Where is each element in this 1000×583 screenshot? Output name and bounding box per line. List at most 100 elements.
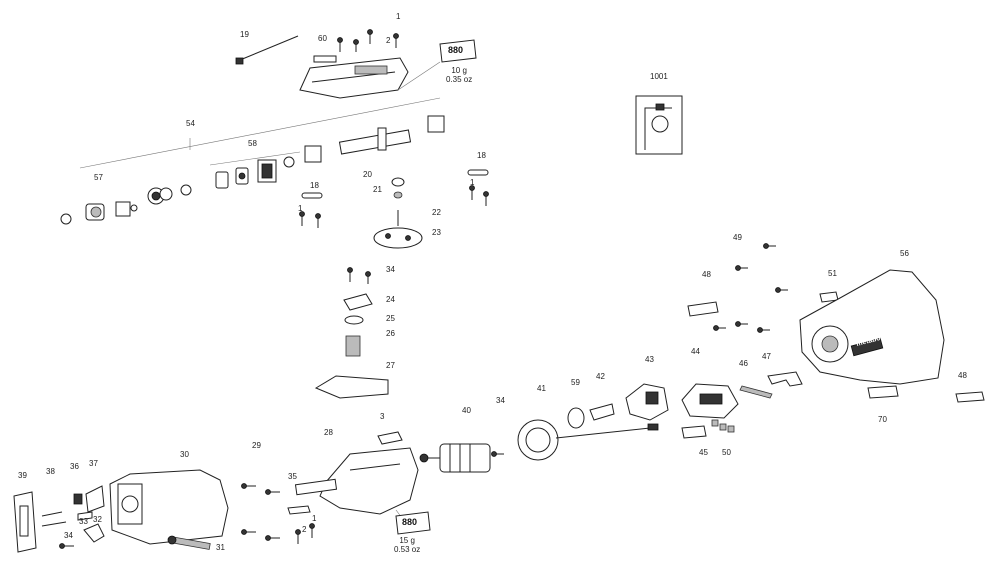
plate-35 [287, 505, 311, 515]
part-label: 2 [386, 36, 391, 45]
switch-43 [625, 383, 669, 421]
guide-rail [299, 57, 441, 99]
gear-housing-28 [294, 447, 419, 519]
screw-34c [59, 543, 74, 549]
grease-tag-bottom [395, 511, 431, 535]
motor-housing-56 [799, 269, 945, 385]
spring-46 [739, 385, 773, 399]
grease-amount-g: 15 g [399, 536, 415, 545]
bracket-47 [767, 371, 803, 387]
part-label: 31 [216, 543, 225, 552]
clips-50 [711, 419, 735, 433]
part-label: 50 [722, 448, 731, 457]
part-label: 3 [380, 412, 385, 421]
part-label: 70 [878, 415, 887, 424]
part-label: 2 [302, 525, 307, 534]
clips-18 [299, 169, 489, 228]
part-label: 18 [310, 181, 319, 190]
part-label: 19 [240, 30, 249, 39]
label-48-top [687, 301, 719, 317]
part-label: 34 [496, 396, 505, 405]
plate-45 [681, 425, 707, 439]
shoe-39 [13, 491, 37, 553]
part-label: 54 [186, 119, 195, 128]
bracket-42 [589, 403, 615, 421]
part-label: 22 [432, 208, 441, 217]
screws-49 [713, 243, 788, 333]
part-label: 47 [762, 352, 771, 361]
leader-line-54 [79, 97, 441, 169]
grease-amount-oz: 0.35 oz [446, 75, 473, 85]
part-label: 40 [462, 406, 471, 415]
part-label: 42 [596, 372, 605, 381]
screws-top [337, 29, 399, 52]
part-label: 1 [298, 204, 303, 213]
part-label: 39 [18, 471, 27, 480]
pins-38 [41, 511, 67, 527]
part-label: 21 [373, 185, 382, 194]
part-label: 44 [691, 347, 700, 356]
grease-amount-note: 10 g 0.35 oz [446, 66, 472, 84]
part-label: 34 [64, 531, 73, 540]
part-label: 29 [252, 441, 261, 450]
grease-tag-label: 880 [448, 45, 464, 55]
cover-37 [85, 485, 105, 513]
part-label: 58 [248, 139, 257, 148]
bushing-group-57 [60, 184, 192, 225]
part-label: 28 [324, 428, 333, 437]
part-label: 46 [739, 359, 748, 368]
part-label: 60 [318, 34, 327, 43]
disc-59 [567, 407, 585, 429]
grease-tag-label: 880 [402, 517, 418, 527]
grease-tag-top [439, 39, 477, 63]
part-label: 24 [386, 295, 395, 304]
bearing-group-58 [215, 159, 277, 189]
part-label: 48 [702, 270, 711, 279]
part-label: 49 [733, 233, 742, 242]
plate-60 [313, 55, 337, 63]
part-label: 23 [432, 228, 441, 237]
lever-31 [167, 535, 211, 550]
part-label: 1001 [650, 72, 668, 81]
part-label: 33 [79, 517, 88, 526]
cable-19 [235, 35, 299, 65]
plunger-shaft [283, 115, 445, 168]
label-48-bottom [955, 391, 985, 403]
part-label: 59 [571, 378, 580, 387]
plate-3 [377, 431, 403, 445]
part-label: 36 [70, 462, 79, 471]
part-label: 1 [312, 514, 317, 523]
part-label: 1 [470, 178, 475, 187]
part-label: 26 [386, 329, 395, 338]
screws-1-bottom [241, 523, 315, 544]
part-label: 20 [363, 170, 372, 179]
part-label: 56 [900, 249, 909, 258]
decal-1001 [635, 95, 683, 155]
part-label: 35 [288, 472, 297, 481]
screws-29 [241, 483, 280, 495]
part-label: 32 [93, 515, 102, 524]
electronics-44 [681, 383, 739, 419]
pin-33 [77, 511, 93, 521]
part-label: 27 [386, 361, 395, 370]
part-label: 51 [828, 269, 837, 278]
gear-cover-30 [109, 469, 229, 545]
grease-amount-g: 10 g [451, 66, 467, 75]
part-label: 38 [46, 467, 55, 476]
grease-amount-oz: 0.53 oz [394, 545, 421, 555]
part-label: 18 [477, 151, 486, 160]
part-label: 1 [396, 12, 401, 21]
crank-assembly [373, 177, 423, 249]
part-label: 34 [386, 265, 395, 274]
part-label: 57 [94, 173, 103, 182]
part-label: 45 [699, 448, 708, 457]
stator-41 [517, 419, 659, 461]
lever-32 [83, 523, 105, 543]
part-label: 43 [645, 355, 654, 364]
part-label: 41 [537, 384, 546, 393]
screw-34b [491, 451, 504, 457]
part-label: 30 [180, 450, 189, 459]
part-label: 48 [958, 371, 967, 380]
